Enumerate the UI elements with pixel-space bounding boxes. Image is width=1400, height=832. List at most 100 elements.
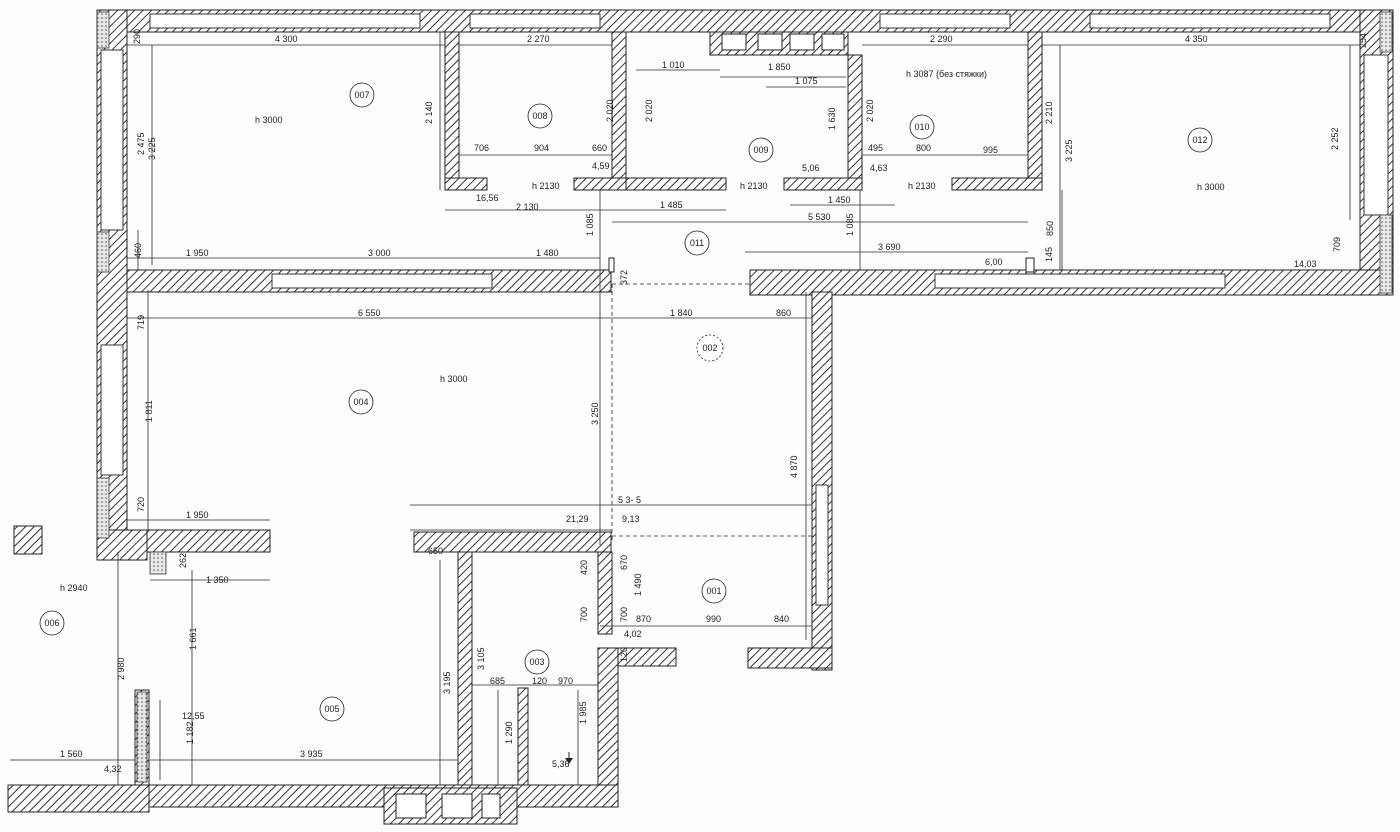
area: 4,32 [104,764,122,774]
area: 9,13 [622,514,640,524]
dim: 700 [579,607,589,622]
wall-001-bottom [747,647,833,669]
dim: 3 935 [300,749,323,759]
room-marker-002 [696,334,724,362]
dim: 1 811 [144,400,154,422]
area: 12,55 [182,711,205,721]
room-id-005: 005 [324,704,339,714]
area: 4,63 [870,163,888,173]
window-mid-2 [934,273,1226,289]
room-id-006: 006 [44,618,59,628]
dim: 120 [619,647,629,662]
dim: 145 [1044,247,1054,262]
shafts [383,33,1035,825]
room-heights: h 3000 h 3087 (без стяжки) h 3000 h 3000… [60,69,1225,593]
dim: 1 950 [186,510,209,520]
dim: 706 [474,143,489,153]
window-left-1 [100,49,124,231]
dim: 2 252 [1330,127,1340,150]
dim: 290 [132,29,142,44]
height-007: h 3000 [255,115,283,125]
wall-003-001 [597,551,613,635]
room-marker-003 [524,649,550,675]
room-marker-005 [319,696,345,722]
dim: 1 450 [828,195,851,205]
wall-003-right [597,647,619,789]
dim: 800 [916,143,931,153]
dim: 1 010 [662,60,685,70]
window-top-2 [469,13,601,29]
room-id-004: 004 [353,397,368,407]
dim: 850 [1045,221,1055,236]
room-labels [39,82,1213,722]
dim: 720 [136,497,146,512]
dim: 3 250 [590,402,600,425]
area: 14,03 [1294,259,1317,269]
wall-balcony-bottom [7,784,150,813]
dim: 2 290 [930,34,953,44]
area: 16,56 [476,193,499,203]
column-006 [13,525,43,555]
room-marker-009 [748,137,774,163]
dim: 4 350 [1185,34,1208,44]
dim: 1 850 [768,62,791,72]
dim: 1 085 [845,213,855,236]
dim: 1 182 [185,721,195,744]
dim: 670 [619,555,629,570]
wall-004-005-right [413,531,612,553]
dim: 4 870 [789,455,799,478]
window-left-2 [100,344,124,476]
dim: 1 661 [188,627,198,650]
dim: 6 550 [358,308,381,318]
room-id-010: 010 [914,122,929,132]
wall-007-008 [444,31,460,191]
room-marker-006 [39,610,65,636]
dim: 3 195 [442,671,452,694]
area: 5,36 [552,759,570,769]
dim: 995 [983,145,998,155]
dimension-texts: 4 300 2 270 2 290 4 350 290 254 1 010 1 … [60,29,1368,774]
height-012: h 3000 [1197,182,1225,192]
dim: 460 [133,243,143,258]
window-top-3 [879,13,1011,29]
room-id-007: 007 [354,90,369,100]
walls [7,9,1394,813]
dim: 904 [534,143,549,153]
dim: 2 475 [136,132,146,155]
wall-bottom [146,784,619,808]
dim: 1 290 [504,721,514,744]
wall-009-010 [847,54,863,191]
dim: 4 300 [275,34,298,44]
dim: 3 000 [368,248,391,258]
wall-008-stub [444,177,488,191]
masonry [96,11,1393,783]
dim: 5 530 [808,212,831,222]
dim: 719 [136,315,146,330]
dim: 700 [619,607,629,622]
dim: 860 [776,308,791,318]
door-height-008: h 2130 [532,181,560,191]
dim: 1 630 [827,107,837,130]
room-id-002: 002 [702,343,717,353]
wall-010-012 [1027,31,1043,191]
room-marker-010 [909,114,935,140]
room-marker-011 [684,230,710,256]
window-mid-1 [271,273,493,289]
room-id-003: 003 [529,657,544,667]
dim: 1 485 [660,200,683,210]
room-id-011: 011 [690,238,704,248]
dim: 1 950 [186,248,209,258]
dim: 1 350 [206,575,229,585]
dim: 990 [706,614,721,624]
dim: 1 480 [536,248,559,258]
dim: 2 130 [516,202,539,212]
dim: 2 020 [865,99,875,122]
dim: 254 [1358,33,1368,48]
dim: 1 075 [795,76,818,86]
dim: 3 225 [147,137,157,160]
arrow-down-icon [565,752,573,764]
dim: 2 020 [605,99,615,122]
dim: 1 490 [633,573,643,596]
room-id-009: 009 [753,145,768,155]
